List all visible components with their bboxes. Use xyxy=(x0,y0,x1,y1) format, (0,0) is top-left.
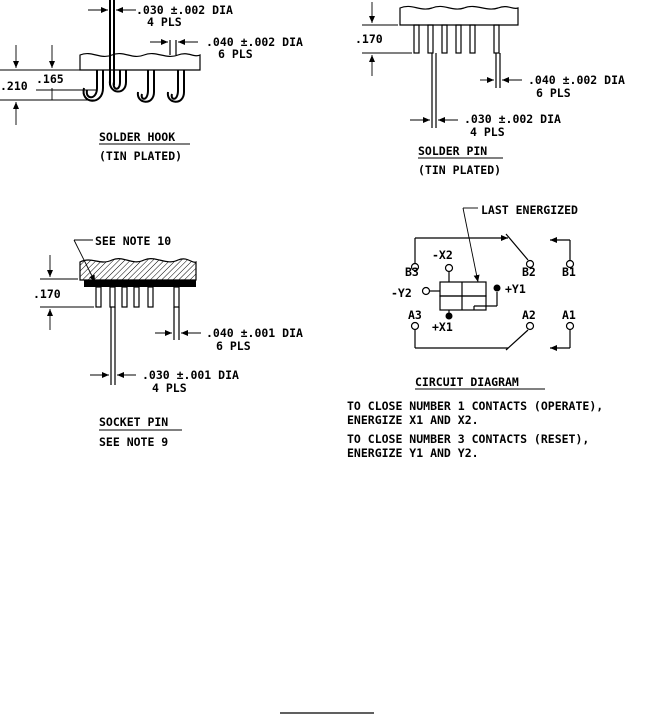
solder-hook-detail: .030 ±.002 DIA 4 PLS .040 ±.002 DIA 6 PL… xyxy=(0,0,303,163)
hook-4 xyxy=(166,70,185,103)
terminal-b2 xyxy=(525,259,535,269)
hook-pls-4: 4 PLS xyxy=(147,15,182,29)
label-b3: B3 xyxy=(405,265,419,279)
socket-base xyxy=(84,280,196,287)
solder-pin-subtitle: (TIN PLATED) xyxy=(418,163,501,177)
socket-pls-4: 4 PLS xyxy=(152,381,187,395)
label-b2: B2 xyxy=(522,265,536,279)
label-x1: +X1 xyxy=(432,320,453,334)
terminal-x2 xyxy=(444,263,454,273)
hook-dim-040: .040 ±.002 DIA xyxy=(206,35,303,49)
socket-dim-040: .040 ±.001 DIA xyxy=(206,326,303,340)
note2-line2: ENERGIZE Y1 AND Y2. xyxy=(347,446,479,460)
terminal-a1 xyxy=(565,321,575,331)
note1-line2: ENERGIZE X1 AND X2. xyxy=(347,413,479,427)
socket-pin-detail: SEE NOTE 10 .170 .040 ±.001 DIA 6 PLS xyxy=(33,234,303,449)
label-x2: -X2 xyxy=(432,248,453,262)
socket-pls-6: 6 PLS xyxy=(216,339,251,353)
socket-pin-pins xyxy=(95,286,180,308)
terminal-b1 xyxy=(565,259,575,269)
label-a1: A1 xyxy=(562,308,576,322)
socket-dim-030: .030 ±.001 DIA xyxy=(142,368,239,382)
socket-pin-header xyxy=(79,258,197,281)
label-last-energized: LAST ENERGIZED xyxy=(481,203,578,217)
label-y1: +Y1 xyxy=(505,282,526,296)
hook-2 xyxy=(108,70,127,93)
terminal-a2 xyxy=(525,321,535,331)
relay-coil-top xyxy=(439,281,487,297)
hook-3 xyxy=(136,70,155,103)
pin-dim-040: .040 ±.002 DIA xyxy=(528,73,625,87)
hook-dim-165: .165 xyxy=(36,72,64,86)
hook-pls-6: 6 PLS xyxy=(218,47,253,61)
solder-pin-pins xyxy=(413,24,500,54)
hook-dim-210: .210 xyxy=(0,79,28,93)
socket-note: SEE NOTE 10 xyxy=(95,234,171,248)
solder-pin-title: SOLDER PIN xyxy=(418,144,487,158)
hook-1 xyxy=(82,70,104,102)
relay-coil-bottom xyxy=(439,295,487,311)
circuit-diagram: LAST ENERGIZED -X2 B3 B2 B1 -Y2 +Y1 +X1 xyxy=(347,203,603,460)
socket-pin-subtitle: SEE NOTE 9 xyxy=(99,435,168,449)
pin-pls-6: 6 PLS xyxy=(536,86,571,100)
socket-dim-170: .170 xyxy=(33,287,61,301)
pin-dim-030: .030 ±.002 DIA xyxy=(464,112,561,126)
pin-pls-4: 4 PLS xyxy=(470,125,505,139)
terminal-a3 xyxy=(410,321,420,331)
label-a2: A2 xyxy=(522,308,536,322)
solder-pin-header xyxy=(399,5,519,26)
solder-hook-title: SOLDER HOOK xyxy=(99,130,175,144)
note1-line1: TO CLOSE NUMBER 1 CONTACTS (OPERATE), xyxy=(347,399,603,413)
terminal-y2 xyxy=(421,286,431,296)
note2-line1: TO CLOSE NUMBER 3 CONTACTS (RESET), xyxy=(347,432,589,446)
terminal-y1 xyxy=(493,284,501,292)
solder-pin-detail: .170 .040 ±.002 DIA 6 PLS .030 ±.002 DIA… xyxy=(355,2,625,177)
terminal-b3 xyxy=(410,262,420,272)
solder-hook-subtitle: (TIN PLATED) xyxy=(99,149,182,163)
socket-pin-title: SOCKET PIN xyxy=(99,415,168,429)
label-y2: -Y2 xyxy=(391,286,412,300)
solder-hook-header xyxy=(79,52,201,71)
pin-dim-170: .170 xyxy=(355,32,383,46)
hook-dim-030: .030 ±.002 DIA xyxy=(136,3,233,17)
label-b1: B1 xyxy=(562,265,576,279)
circuit-title: CIRCUIT DIAGRAM xyxy=(415,375,519,389)
terminal-x1 xyxy=(445,312,453,320)
label-a3: A3 xyxy=(408,308,422,322)
